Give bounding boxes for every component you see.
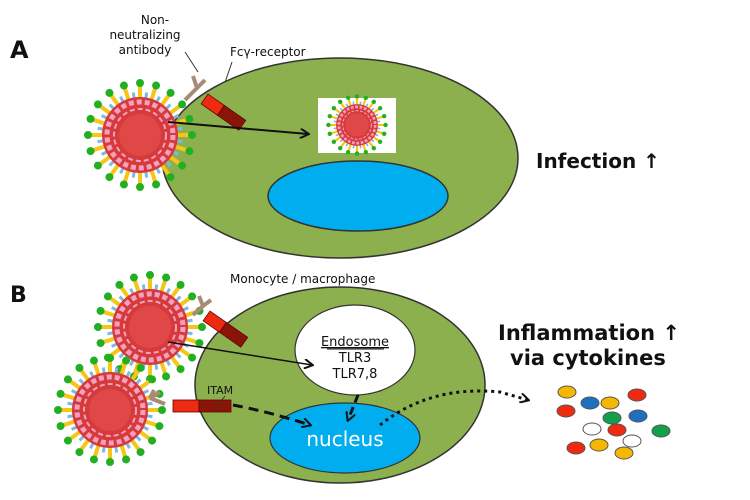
virus-b-1 bbox=[94, 271, 206, 383]
endosome bbox=[294, 304, 416, 396]
virus-layer bbox=[123, 300, 177, 354]
endosome-title: Endosome bbox=[321, 335, 389, 350]
outcome-infection: Infection ↑ bbox=[536, 149, 660, 173]
virus-b-2 bbox=[54, 354, 166, 466]
cytokine bbox=[651, 424, 671, 438]
virus-layer bbox=[129, 306, 171, 348]
panel-a-letter: A bbox=[10, 36, 29, 64]
arrow-endosome-to-nucleus bbox=[348, 394, 360, 420]
cell-label: Monocyte / macrophage bbox=[230, 272, 375, 286]
virus-layer bbox=[83, 383, 137, 437]
fc-receptor-a bbox=[200, 93, 247, 131]
antibody-label-3: antibody bbox=[119, 43, 172, 57]
cytokine bbox=[556, 404, 576, 418]
virus-spikes bbox=[54, 354, 166, 466]
arrow-nucleus-to-cytokines bbox=[379, 389, 528, 427]
antibody-label-2: neutralizing bbox=[109, 28, 180, 42]
virus-layer bbox=[119, 114, 161, 156]
virus-layer bbox=[104, 99, 176, 171]
cytokine bbox=[580, 396, 600, 410]
fc-receptor-b-1 bbox=[202, 310, 249, 348]
cytokine bbox=[589, 438, 609, 452]
outcome-inflammation-line1: Inflammation ↑ bbox=[498, 321, 680, 345]
cytokine bbox=[582, 422, 602, 436]
outcome-inflammation-line2: via cytokines bbox=[510, 346, 666, 370]
virus-layer bbox=[337, 105, 377, 145]
cytokine bbox=[628, 409, 648, 423]
cytokine bbox=[600, 396, 620, 410]
fc-receptor-b-2 bbox=[172, 399, 232, 413]
arrow-itam-to-nucleus bbox=[232, 403, 310, 425]
virus-a bbox=[84, 79, 196, 191]
endosome-tlr78: TLR7,8 bbox=[332, 367, 378, 382]
cytokine bbox=[566, 441, 586, 455]
virus-layer bbox=[342, 110, 372, 140]
virus-layer bbox=[113, 108, 167, 162]
arrow-to-endosome bbox=[167, 341, 312, 365]
antibody-b-2 bbox=[148, 389, 166, 406]
cytokine bbox=[614, 446, 634, 460]
antibody-a bbox=[183, 75, 207, 102]
cytokine bbox=[557, 385, 577, 399]
virus-layer bbox=[114, 291, 186, 363]
internalized-virus bbox=[326, 94, 388, 156]
antibody-label-1: Non- bbox=[141, 13, 169, 27]
cytokine bbox=[622, 434, 642, 448]
cytokine bbox=[602, 411, 622, 425]
arrow-uptake-a bbox=[167, 121, 308, 134]
endosome-tlr3: TLR3 bbox=[338, 351, 372, 366]
virus-spikes bbox=[326, 94, 388, 156]
panel-b-letter: B bbox=[10, 283, 27, 308]
receptor-label: Fcγ-receptor bbox=[230, 45, 306, 59]
cytokine-cluster bbox=[556, 385, 671, 460]
virus-layer bbox=[74, 374, 146, 446]
virus-layer bbox=[89, 389, 131, 431]
antibody-b-1 bbox=[191, 295, 213, 317]
itam-leader-line bbox=[213, 395, 226, 411]
nucleus-label: nucleus bbox=[306, 427, 383, 451]
itam-label: ITAM bbox=[207, 384, 233, 397]
virus-layer bbox=[345, 113, 369, 137]
cytokine bbox=[607, 423, 627, 437]
antibody-leader-line bbox=[184, 51, 199, 73]
virus-spikes bbox=[84, 79, 196, 191]
cytokine bbox=[627, 388, 647, 402]
nucleus-a bbox=[267, 160, 449, 232]
